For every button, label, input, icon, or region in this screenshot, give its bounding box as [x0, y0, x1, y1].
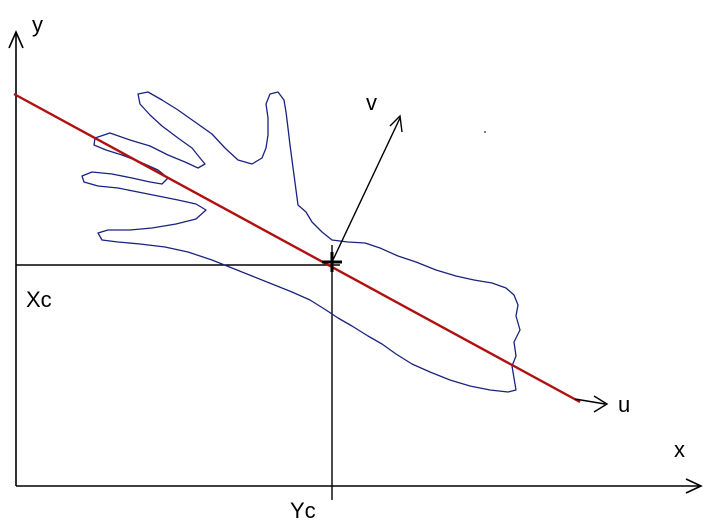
x-axis [16, 478, 703, 494]
u-arrowhead [593, 395, 609, 413]
y-axis-arrowhead [8, 30, 24, 49]
u-axis-label: u [618, 392, 630, 417]
y-axis [8, 30, 24, 486]
v-arrowhead [389, 114, 403, 133]
centroid-plus-marker [322, 252, 342, 272]
v-axis-label: v [366, 90, 377, 115]
hand-contour [81, 91, 521, 393]
stray-dot [484, 131, 486, 133]
x-axis-arrowhead [685, 478, 703, 494]
y-axis-label: y [32, 12, 43, 37]
v-axis-arrow [331, 114, 403, 263]
u-axis-arrow [574, 395, 609, 413]
x-center-label: Xc [26, 287, 52, 312]
y-center-label: Yc [290, 498, 316, 523]
x-axis-label: x [674, 437, 685, 462]
principal-axis-line [13, 92, 581, 404]
hand-outline [81, 91, 521, 393]
